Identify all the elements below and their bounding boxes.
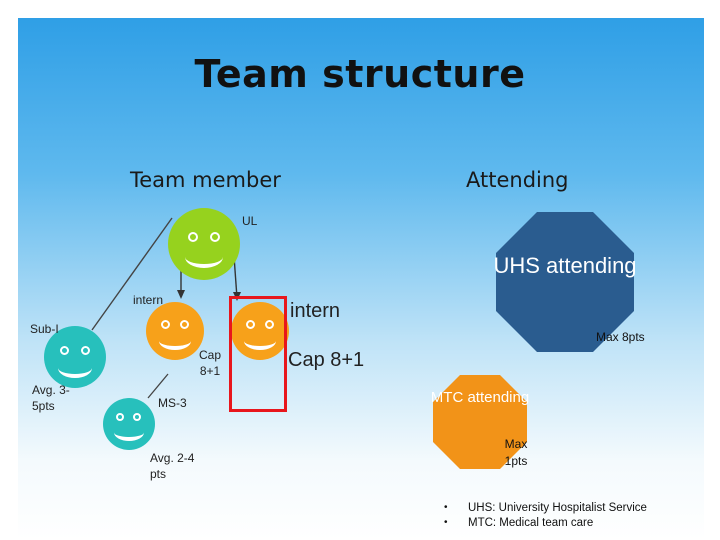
intern-right-label: intern: [290, 300, 341, 322]
bullet-icon: •: [444, 502, 448, 513]
legend-item: • MTC: Medical team care: [444, 517, 704, 532]
ms3-label: MS-3: [158, 396, 187, 410]
highlight-box: [229, 296, 287, 412]
connector-intern-to-ms3: [147, 373, 169, 399]
mtc-attending-label: MTC attending: [430, 389, 530, 406]
subi-label: Sub-I: [30, 322, 59, 336]
subi-face-icon: [44, 326, 106, 388]
slide-title: Team structure: [194, 52, 526, 96]
intern-right-cap: Cap 8+1: [288, 349, 365, 371]
legend-item-text: MTC: Medical team care: [468, 517, 594, 529]
ms3-face-icon: [103, 398, 155, 450]
uhs-octagon-shape: [496, 212, 634, 352]
ul-label: UL: [242, 214, 258, 228]
legend-item: • UHS: University Hospitalist Service: [444, 502, 704, 517]
uhs-attending-label: UHS attending: [493, 253, 637, 278]
intern-right-face-icon: [231, 302, 289, 360]
intern-left-face-icon: [146, 302, 204, 360]
bullet-icon: •: [444, 517, 448, 528]
uhs-max-label: Max 8pts: [596, 330, 645, 344]
attending-heading: Attending: [466, 168, 569, 192]
ul-face-icon: [168, 208, 240, 280]
legend-item-text: UHS: University Hospitalist Service: [468, 502, 647, 514]
subi-avg: Avg. 3-5pts: [32, 383, 70, 413]
connector-ul-to-subi: [91, 217, 173, 331]
mtc-max-label: Max 1pts: [504, 437, 528, 468]
team-member-heading: Team member: [130, 168, 281, 192]
legend-list: • UHS: University Hospitalist Service • …: [444, 502, 704, 532]
ms3-avg: Avg. 2-4 pts: [150, 451, 195, 481]
intern-left-cap: Cap 8+1: [198, 348, 221, 378]
intern-left-label: intern: [133, 293, 164, 307]
arrow-head-left: [177, 290, 185, 299]
mtc-octagon-shape: [433, 375, 527, 469]
